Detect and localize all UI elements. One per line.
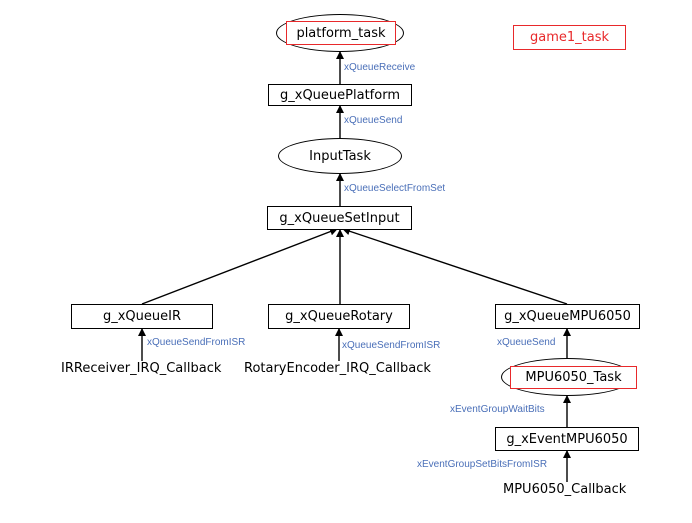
ir-queue-label: g_xQueueIR <box>102 309 182 324</box>
ir-queue-node: g_xQueueIR <box>71 304 213 329</box>
edge-label-event-group-set-bits-from-isr: xEventGroupSetBitsFromISR <box>417 459 548 470</box>
arrow-mpu-queue-to-queue-set <box>342 227 568 305</box>
game1-task-node: game1_task <box>513 25 626 50</box>
edge-label-queue-select-from-set: xQueueSelectFromSet <box>344 183 446 194</box>
edge-label-queue-send-mpu: xQueueSend <box>497 337 556 348</box>
mpu-callback-label: MPU6050_Callback <box>503 482 627 497</box>
input-task-label: InputTask <box>309 148 371 164</box>
queue-set-input-node: g_xQueueSetInput <box>267 206 412 230</box>
game1-task-label: game1_task <box>529 30 609 45</box>
edge-label-queue-send-platform: xQueueSend <box>344 115 403 126</box>
edge-label-event-group-wait-bits: xEventGroupWaitBits <box>450 404 545 415</box>
platform-task-label: platform_task <box>296 25 386 41</box>
rotary-callback-label: RotaryEncoder_IRQ_Callback <box>244 361 431 376</box>
mpu-queue-node: g_xQueueMPU6050 <box>495 304 640 329</box>
arrow-ir-queue-to-queue-set <box>141 227 338 305</box>
rotary-queue-label: g_xQueueRotary <box>285 309 393 324</box>
ir-callback-label: IRReceiver_IRQ_Callback <box>61 361 222 376</box>
edge-label-queue-receive: xQueueReceive <box>344 62 416 73</box>
platform-task-node: platform_task <box>286 21 396 45</box>
platform-queue-label: g_xQueuePlatform <box>280 87 400 103</box>
rotary-queue-node: g_xQueueRotary <box>268 304 410 329</box>
mpu-task-label: MPU6050_Task <box>525 370 622 385</box>
edge-label-queue-send-from-isr-ir: xQueueSendFromISR <box>147 337 246 348</box>
edge-label-queue-send-from-isr-rotary: xQueueSendFromISR <box>342 340 441 351</box>
mpu-queue-label: g_xQueueMPU6050 <box>504 309 631 324</box>
queue-set-input-label: g_xQueueSetInput <box>279 210 400 226</box>
input-task-node: InputTask <box>278 138 402 174</box>
mpu-task-node: MPU6050_Task <box>510 366 637 389</box>
platform-queue-node: g_xQueuePlatform <box>268 84 412 106</box>
event-group-node: g_xEventMPU6050 <box>495 427 639 451</box>
event-group-label: g_xEventMPU6050 <box>506 431 628 447</box>
